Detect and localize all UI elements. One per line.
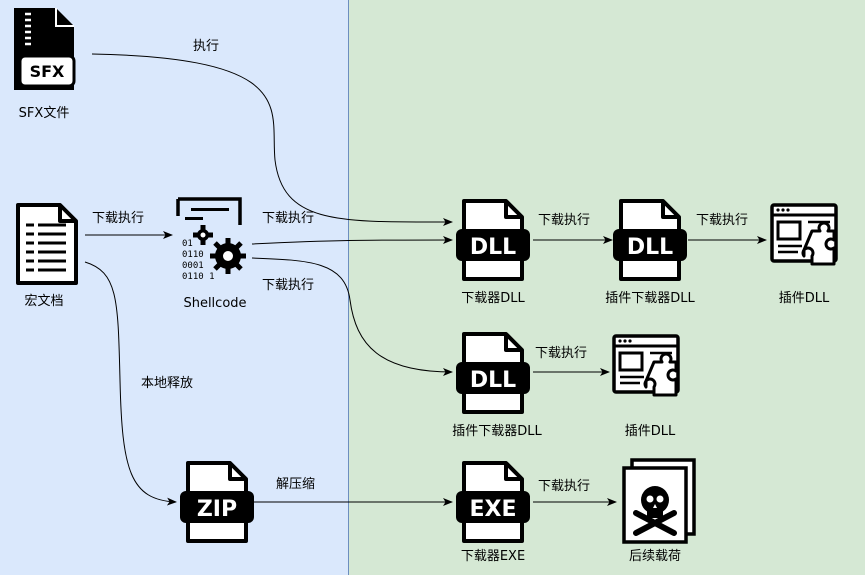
payload-label: 后续载荷 bbox=[628, 549, 682, 564]
macro-doc-label: 宏文档 bbox=[24, 294, 64, 309]
shellcode-bits-1: 01 bbox=[182, 239, 193, 249]
payload-skull-icon bbox=[622, 458, 696, 544]
dll-badge-2: DLL bbox=[627, 235, 673, 260]
shellcode-bits-2: 0110 bbox=[182, 250, 204, 260]
edge-label-plugin-download-2: 下载执行 bbox=[535, 346, 588, 361]
plugin-dll-label-2: 插件DLL bbox=[624, 424, 676, 439]
shellcode-label: Shellcode bbox=[183, 296, 247, 311]
sfx-badge: SFX bbox=[30, 62, 65, 81]
sfx-file-icon: SFX bbox=[14, 8, 76, 90]
shellcode-bits-4: 0110 1 bbox=[182, 272, 215, 282]
edge-label-unzip: 解压缩 bbox=[276, 477, 316, 492]
plugin-dll-label: 插件DLL bbox=[778, 291, 830, 306]
edge-label-plugin-download: 下载执行 bbox=[696, 213, 749, 228]
plugin-downloader-dll-label: 插件下载器DLL bbox=[605, 291, 695, 306]
shellcode-bits-3: 0001 bbox=[182, 261, 204, 271]
downloader-exe-label: 下载器EXE bbox=[460, 549, 526, 564]
edge-label-shellcode-download-1: 下载执行 bbox=[262, 211, 315, 226]
edge-label-shellcode-download-2: 下载执行 bbox=[262, 278, 315, 293]
plugin-dll-icon-2 bbox=[612, 334, 680, 397]
edge-label-local-release: 本地释放 bbox=[141, 376, 194, 391]
edge-label-dll-download: 下载执行 bbox=[538, 213, 591, 228]
plugin-downloader-dll-icon: DLL bbox=[613, 199, 687, 281]
plugin-dll-icon bbox=[770, 203, 838, 266]
downloader-dll-label: 下载器DLL bbox=[461, 291, 525, 306]
sfx-file-label: SFX文件 bbox=[18, 106, 70, 121]
edge-shellcode-to-plugin-downloader bbox=[251, 257, 453, 376]
shellcode-icon: 01 0110 0001 0110 1 bbox=[176, 197, 246, 282]
local-zone bbox=[0, 0, 349, 575]
network-zone bbox=[349, 0, 865, 575]
edge-doc-to-zip bbox=[84, 261, 177, 506]
plugin-downloader-dll-label-2: 插件下载器DLL bbox=[452, 424, 542, 439]
edge-label-sfx-execute: 执行 bbox=[193, 39, 220, 54]
exe-badge: EXE bbox=[469, 497, 516, 522]
dll-badge-3: DLL bbox=[470, 368, 516, 393]
zone-divider bbox=[348, 0, 349, 575]
plugin-downloader-dll-icon-2: DLL bbox=[456, 332, 530, 414]
zip-badge: ZIP bbox=[197, 497, 237, 522]
macro-document-icon bbox=[16, 203, 78, 285]
downloader-dll-icon: DLL bbox=[456, 199, 530, 281]
dll-badge-1: DLL bbox=[470, 235, 516, 260]
zip-archive-icon: ZIP bbox=[180, 461, 254, 543]
edge-sfx-to-downloader-dll bbox=[91, 53, 453, 227]
edge-shellcode-to-downloader-dll bbox=[251, 236, 453, 245]
edge-label-exe-download: 下载执行 bbox=[538, 479, 591, 494]
edge-label-doc-download: 下载执行 bbox=[92, 211, 145, 226]
downloader-exe-icon: EXE bbox=[456, 461, 530, 543]
